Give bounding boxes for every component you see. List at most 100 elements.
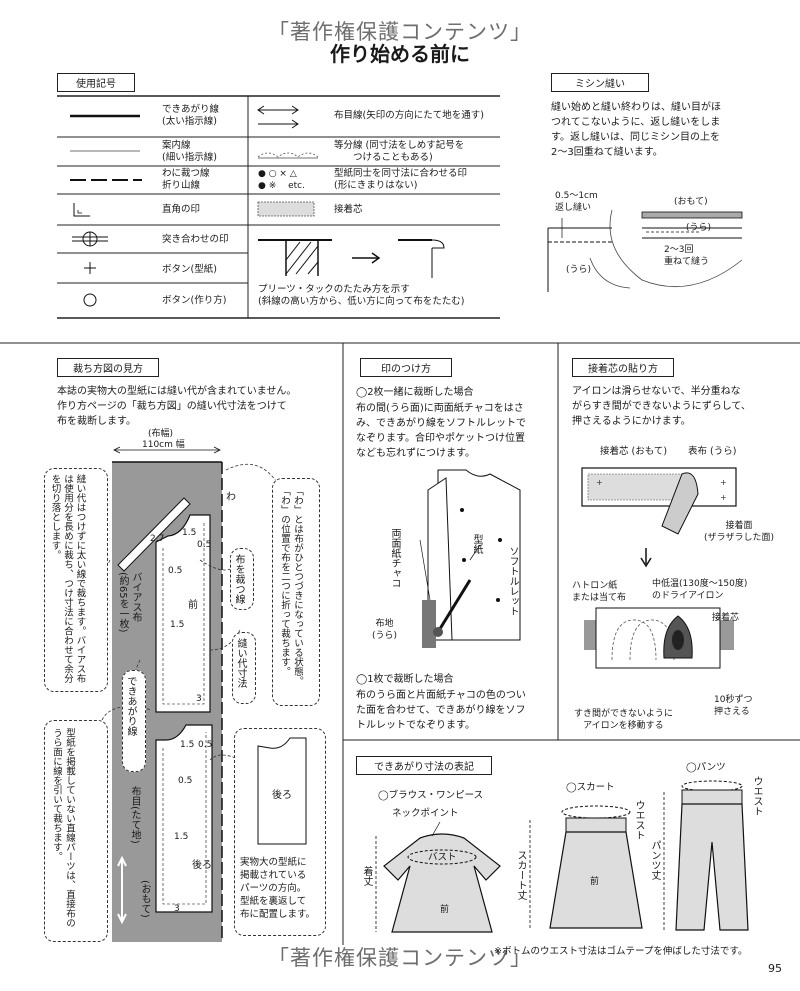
sizes-waist-pants: ウエスト: [751, 776, 762, 816]
cutting-wa-label: わ: [226, 492, 236, 503]
svg-text:+: +: [720, 478, 727, 487]
sizes-skirt-title: ◯スカート: [566, 782, 615, 793]
machine-repeat: 2〜3回 重ねて縫う: [664, 245, 710, 267]
cutting-omote-label: (おもて): [139, 880, 150, 918]
symbols-header: 使用記号: [57, 73, 135, 92]
interfacing-glue-label: 接着面 (ザラザラした面): [704, 521, 775, 543]
cutting-front1-label: 前: [188, 600, 198, 611]
note-wa-bubble: [272, 478, 320, 706]
cutting-fabric-width: (布幅): [148, 429, 174, 439]
svg-text:+: +: [596, 478, 603, 487]
cutting-num-05a: 0.5: [197, 540, 212, 550]
symbol-button-pattern-label: ボタン(型紙): [162, 264, 217, 275]
cutting-num-15c: 1.5: [180, 740, 195, 750]
cutting-text: 本誌の実物大の型紙には縫い代が含まれていません。 作り方ページの「裁ち方図」の縫…: [57, 386, 297, 427]
page-number: 95: [768, 962, 782, 975]
cutting-num-15b: 1.5: [170, 620, 185, 630]
back-piece-label: 後ろ: [272, 790, 292, 801]
symbol-butt-mark-label: 突き合わせの印: [162, 234, 229, 245]
sizes-waist-skirt: ウエスト: [633, 800, 644, 840]
machine-back-stitch: 0.5〜1cm 返し縫い: [555, 191, 598, 213]
cutting-num-15a: 1.5: [182, 528, 197, 538]
marking-pattern-label: 型紙: [471, 534, 482, 554]
symbol-equal-label: 等分線 (同寸法をしめす記号を つけることもある): [334, 140, 465, 163]
interfacing-move-label: すき間ができないように アイロンを移動する: [574, 709, 673, 731]
note-direction-text: 実物大の型紙に 掲載されている パーツの方向。 型紙を裏返して 布に配置します。: [240, 857, 316, 920]
note-dekiagari-text: できあがり線: [125, 676, 136, 736]
machine-header: ミシン縫い: [551, 73, 649, 92]
marking-case2-title: ◯1枚で裁断した場合: [356, 674, 454, 685]
interfacing-omote-label: 接着芯 (おもて): [600, 446, 668, 457]
symbol-marks-row2: ● ※ etc.: [258, 181, 305, 191]
symbol-guide-line-label: 案内線 (細い指示線): [162, 140, 217, 163]
machine-omote: (おもて): [674, 197, 708, 207]
symbol-pleat-note: プリーツ・タックのたたみ方を示す (斜線の高い方から、低い方に向って布をたたむ): [258, 284, 465, 307]
machine-ura2: (うら): [566, 265, 592, 275]
machine-ura1: (うら): [686, 223, 712, 233]
symbol-match-label: 型紙同士を同寸法に合わせる印 (形にきまりはない): [334, 168, 468, 191]
sizes-header: できあがり寸法の表記: [356, 756, 492, 775]
interfacing-press-label: 10秒ずつ 押さえる: [714, 695, 753, 717]
cutting-num-05d: 0.5: [178, 776, 193, 786]
cutting-back-label: 後ろ: [192, 860, 212, 871]
cutting-width-value: 110cm 幅: [142, 440, 185, 450]
note-seam-text: 縫い代はつけずに太い線で裁ちます。バイアス布は使用分を長めに裁ち、つけ寸法に合わ…: [49, 474, 86, 683]
interfacing-text: アイロンは滑らせないで、半分重ねな がらすき間ができないようにずらして、 押さえ…: [572, 386, 751, 427]
note-straight-bubble: [44, 720, 108, 942]
watermark-top: 「著作権保護コンテンツ」: [268, 20, 532, 44]
machine-text: 縫い始めと縫い終わりは、縫い目がほ つれてこないように、返し縫いをしま す。返し…: [551, 102, 721, 158]
symbol-fold-line-label: わに裁つ線 折り山線: [162, 168, 210, 191]
cutting-num-27: 2.7: [150, 534, 165, 544]
sizes-neck-label: ネックポイント: [392, 808, 459, 819]
sizes-pants-length: パンツ丈: [649, 840, 660, 880]
interfacing-fabric-label: 表布 (うら): [688, 446, 737, 457]
marking-chalk-label: 両面紙チャコ: [389, 528, 400, 588]
note-cut-bubble: [230, 548, 254, 610]
cutting-num-3b: 3: [174, 904, 180, 914]
note-straight-text: 型紙を掲載していない直線パーツは、直接布のうら面に線を引いて裁ちます。: [51, 728, 75, 928]
interfacing-header: 接着芯の貼り方: [572, 358, 674, 377]
cutting-bias-label: バイアス布 (約65を一枚): [117, 572, 141, 633]
cutting-num-3a: 3: [196, 694, 202, 704]
cutting-num-05b: 0.5: [168, 566, 183, 576]
symbol-finish-line-label: できあがり線 (太い指示線): [162, 104, 220, 127]
note-wa-text: 「わ」とは布がひとつづきになっている状態。「わ」の位置で布を二つに折って裁ちます…: [279, 486, 303, 686]
interfacing-shin-label: 接着芯: [712, 613, 740, 623]
sizes-front-skirt: 前: [590, 877, 600, 887]
sizes-skirt-length: スカート丈: [515, 850, 526, 900]
interfacing-iron-label: 中低温(130度〜150度) のドライアイロン: [652, 579, 748, 601]
marking-case2-text: 布のうら面と片面紙チャコの色のつい た面を合わせて、できあがり線をソフ トルレッ…: [356, 690, 526, 731]
page-title: 作り始める前に: [330, 42, 470, 66]
sizes-length-label: 着丈: [361, 866, 372, 886]
note-allow-bubble: [232, 632, 256, 704]
symbol-marks-row1: ● ○ × △: [258, 169, 297, 179]
cutting-grain-label: 布目(たて地): [129, 786, 140, 844]
symbol-grain-label: 布目線(矢印の方向にたて地を通す): [334, 110, 484, 121]
symbol-button-make-label: ボタン(作り方): [162, 295, 227, 306]
cutting-num-05c: 0.5: [198, 740, 213, 750]
interfacing-paper-label: ハトロン紙 または当て布: [572, 581, 627, 603]
watermark-bottom: 「著作権保護コンテンツ」: [268, 946, 532, 970]
sizes-bust-label: バスト: [428, 852, 457, 863]
sizes-blouse-title: ◯ブラウス・ワンピース: [378, 790, 484, 801]
note-seam-bubble: [44, 468, 108, 692]
sizes-pants-title: ◯パンツ: [686, 762, 726, 773]
note-cut-text: 布を裁つ線: [233, 554, 244, 604]
marking-case1-text: 布の間(うら面)に両面紙チャコをはさ み、できあがり線をソフトルレットで なぞり…: [356, 403, 526, 459]
sizes-front-blouse: 前: [440, 905, 450, 915]
symbol-interfacing-label: 接着芯: [334, 204, 363, 215]
cutting-num-15d: 1.5: [174, 832, 189, 842]
marking-roulette-label: ソフトルレット: [507, 546, 518, 616]
svg-text:+: +: [720, 493, 727, 502]
sizes-footnote: ※ボトムのウエスト寸法はゴムテープを伸ばした寸法です。: [494, 946, 748, 957]
symbol-right-angle-label: 直角の印: [162, 204, 201, 215]
cutting-header: 裁ち方図の見方: [57, 358, 159, 377]
note-dekiagari-bubble: [122, 670, 146, 772]
note-allow-text: 縫い代寸法: [235, 638, 246, 688]
